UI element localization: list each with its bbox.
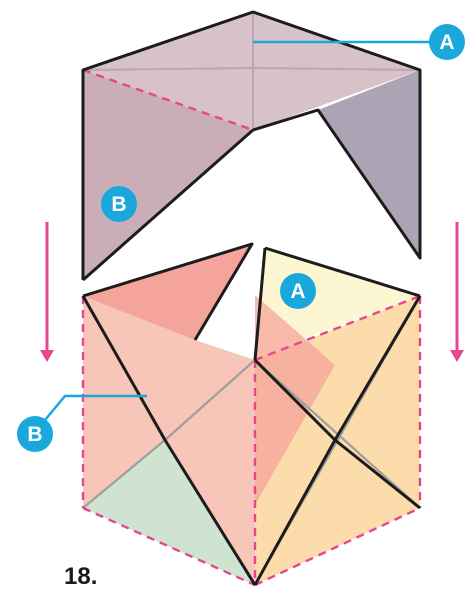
callout-b-lower-label: B (27, 423, 42, 446)
upper-right-face (318, 70, 420, 258)
upper-left-edge (82, 128, 254, 282)
callout-b-lower: B (17, 394, 147, 452)
callout-b-upper-label: B (111, 193, 126, 216)
down-arrow-left (40, 222, 54, 362)
lower-fold-lines (81, 294, 422, 587)
callout-b-upper: B (101, 186, 137, 222)
step-number: 18. (64, 563, 98, 590)
upper-piece (81, 10, 422, 282)
down-arrow-right (450, 222, 464, 362)
callout-a-upper: A (253, 24, 465, 60)
upper-outline (81, 10, 422, 280)
lower-gap (195, 244, 255, 360)
lower-piece (81, 242, 422, 587)
upper-fold-line (82, 68, 254, 132)
lower-outlines (81, 242, 422, 586)
callout-a-lower: A (280, 273, 316, 309)
lower-green-panel (83, 440, 255, 585)
lower-inner-flap-left (83, 244, 252, 340)
upper-left-face (83, 70, 253, 280)
callout-a-upper-label: A (439, 31, 454, 54)
callout-a-lower-label: A (290, 280, 305, 303)
